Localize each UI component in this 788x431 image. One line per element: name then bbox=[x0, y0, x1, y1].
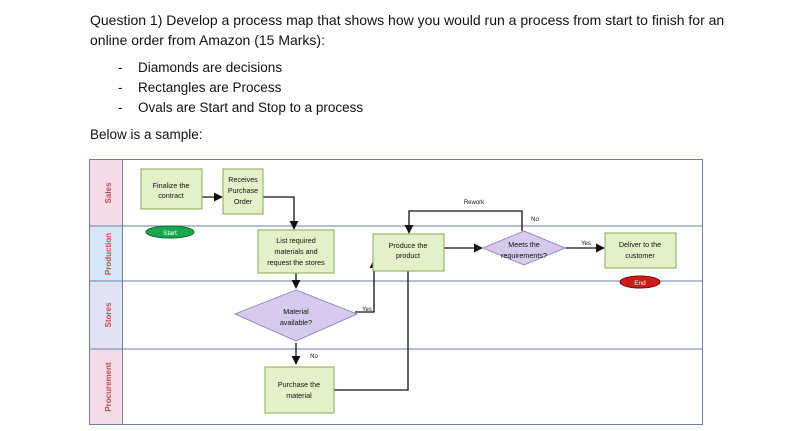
question-text: Question 1) Develop a process map that s… bbox=[90, 12, 725, 48]
meets-text-1: Meets the bbox=[508, 240, 540, 249]
receives-text-2: Purchase bbox=[228, 186, 258, 195]
rework-label: Rework bbox=[464, 200, 485, 206]
start-oval bbox=[145, 225, 195, 239]
process-purchase-material bbox=[264, 366, 335, 414]
process-finalize-contract bbox=[140, 168, 203, 210]
bullet-list: -Diamonds are decisions -Rectangles are … bbox=[118, 58, 363, 118]
bullet-dash: - bbox=[118, 80, 123, 95]
bullet-text: Diamonds are decisions bbox=[138, 60, 283, 75]
connector-material-yes-to-produce bbox=[355, 259, 379, 313]
lane-label-stores: Stores bbox=[104, 302, 113, 327]
finalize-text-2: contract bbox=[158, 191, 184, 200]
decision-material-available bbox=[233, 289, 359, 342]
produce-text-1: Produce the bbox=[389, 241, 428, 250]
bullet-dash: - bbox=[118, 100, 123, 115]
start-text: Start bbox=[163, 230, 177, 237]
material-text-2: available? bbox=[280, 318, 312, 327]
bullet-text: Rectangles are Process bbox=[138, 80, 282, 95]
sample-label: Below is a sample: bbox=[90, 127, 203, 142]
no-rework-label: No bbox=[531, 217, 539, 223]
end-text: End bbox=[634, 280, 646, 287]
bullet-text: Ovals are Start and Stop to a process bbox=[138, 100, 364, 115]
deliver-text-2: customer bbox=[625, 251, 655, 260]
purchase-text-2: material bbox=[286, 391, 312, 400]
produce-text-2: product bbox=[396, 251, 420, 260]
material-text-1: Material bbox=[283, 307, 309, 316]
process-list-materials bbox=[257, 229, 335, 274]
no-material-label: No bbox=[310, 354, 318, 360]
finalize-text-1: Finalize the bbox=[153, 181, 190, 190]
lane-label-production: Production bbox=[104, 233, 113, 275]
connector-rework-loop bbox=[404, 210, 523, 234]
lane-header-procurement bbox=[90, 349, 122, 424]
process-map-diagram: Sales Production Stores Procurement Fina… bbox=[89, 159, 703, 425]
purchase-text-1: Purchase the bbox=[278, 380, 320, 389]
list-text-1: List required bbox=[276, 236, 316, 245]
connector-receives-to-list bbox=[263, 196, 299, 230]
process-produce-product bbox=[372, 233, 445, 272]
bullet-item: -Ovals are Start and Stop to a process bbox=[118, 98, 363, 118]
lane-header-sales bbox=[90, 160, 122, 226]
bullet-item: -Diamonds are decisions bbox=[118, 58, 363, 78]
list-text-3: request the stores bbox=[267, 258, 325, 267]
end-oval bbox=[619, 275, 661, 289]
process-receives-po bbox=[222, 168, 264, 215]
receives-text-1: Receives bbox=[228, 175, 258, 184]
list-text-2: materials and bbox=[274, 247, 317, 256]
bullet-dash: - bbox=[118, 60, 123, 75]
bullet-item: -Rectangles are Process bbox=[118, 78, 363, 98]
connector-purchase-to-produce bbox=[334, 259, 413, 391]
receives-text-3: Order bbox=[234, 197, 253, 206]
deliver-text-1: Deliver to the bbox=[619, 240, 661, 249]
yes-material-label: Yes bbox=[362, 307, 372, 313]
lane-header-production bbox=[90, 226, 122, 281]
meets-text-2: requirements? bbox=[501, 251, 547, 260]
process-deliver-customer bbox=[604, 232, 677, 269]
lane-header-stores bbox=[90, 281, 122, 349]
lane-label-procurement: Procurement bbox=[104, 362, 113, 412]
lane-label-sales: Sales bbox=[104, 182, 113, 203]
decision-meets-requirements bbox=[481, 230, 567, 266]
yes-meets-label: Yes bbox=[581, 241, 591, 247]
